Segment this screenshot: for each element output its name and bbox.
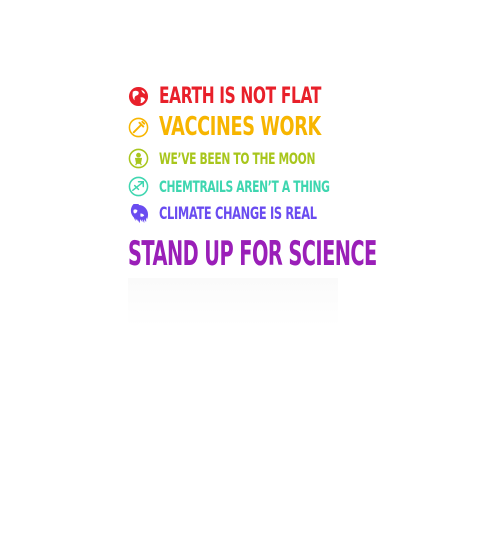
line-text: VACCINES WORK (159, 112, 321, 142)
airplane-icon (128, 176, 149, 197)
shadow-reflection (128, 278, 338, 326)
line-vaccines-work: VACCINES WORK (128, 112, 338, 142)
line-moon: WE’VE BEEN TO THE MOON (128, 146, 338, 170)
line-text: EARTH IS NOT FLAT (159, 83, 322, 109)
globe-icon (128, 86, 149, 107)
line-text: CHEMTRAILS AREN’T A THING (159, 176, 330, 196)
syringe-icon (128, 117, 149, 138)
melting-earth-icon (128, 203, 149, 225)
science-poster: EARTH IS NOT FLAT VACCINES WORK WE’VE BE… (128, 83, 377, 275)
astronaut-icon (128, 148, 149, 169)
line-text: CLIMATE CHANGE IS REAL (159, 204, 317, 224)
headline-stand-up-for-science: STAND UP FOR SCIENCE (128, 234, 377, 274)
line-climate-change: CLIMATE CHANGE IS REAL (128, 202, 338, 226)
line-text: WE’VE BEEN TO THE MOON (159, 148, 316, 168)
line-earth-not-flat: EARTH IS NOT FLAT (128, 83, 338, 109)
headline-row: STAND UP FOR SCIENCE (128, 230, 377, 274)
line-chemtrails: CHEMTRAILS AREN’T A THING (128, 174, 338, 198)
